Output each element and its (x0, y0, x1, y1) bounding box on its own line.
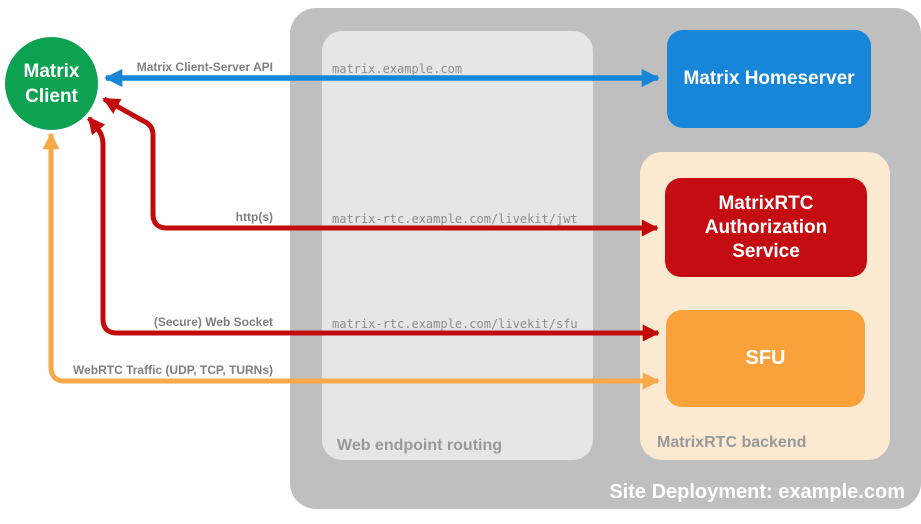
arrow-label-web-socket: (Secure) Web Socket (153, 315, 273, 329)
matrix-client-label-line2: Client (25, 85, 78, 107)
web-endpoint-routing-box (322, 31, 593, 460)
matrix-homeserver-label: Matrix Homeserver (683, 68, 855, 89)
endpoint-label-livekit-sfu: matrix-rtc.example.com/livekit/sfu (332, 317, 578, 331)
web-endpoint-routing-label: Web endpoint routing (337, 437, 503, 454)
site-deployment-label: Site Deployment: example.com (609, 481, 905, 503)
sfu-node: SFU (666, 310, 865, 407)
sfu-label: SFU (745, 347, 786, 369)
endpoint-label-matrix: matrix.example.com (332, 62, 463, 76)
arrow-label-https: http(s) (235, 210, 273, 224)
matrix-client-node: Matrix Client (5, 37, 98, 130)
matrix-homeserver-node: Matrix Homeserver (667, 30, 871, 128)
endpoint-label-livekit-jwt: matrix-rtc.example.com/livekit/jwt (332, 212, 578, 226)
matrixrtc-backend-label: MatrixRTC backend (657, 434, 807, 451)
matrix-client-label-line1: Matrix (23, 60, 80, 82)
arrow-label-client-server-api: Matrix Client-Server API (136, 60, 273, 74)
matrixrtc-authorization-service-node: MatrixRTC Authorization Service (665, 178, 867, 277)
arrow-label-webrtc-traffic: WebRTC Traffic (UDP, TCP, TURNs) (72, 363, 273, 377)
matrixrtc-authorization-service-label: MatrixRTC Authorization Service (704, 192, 828, 262)
